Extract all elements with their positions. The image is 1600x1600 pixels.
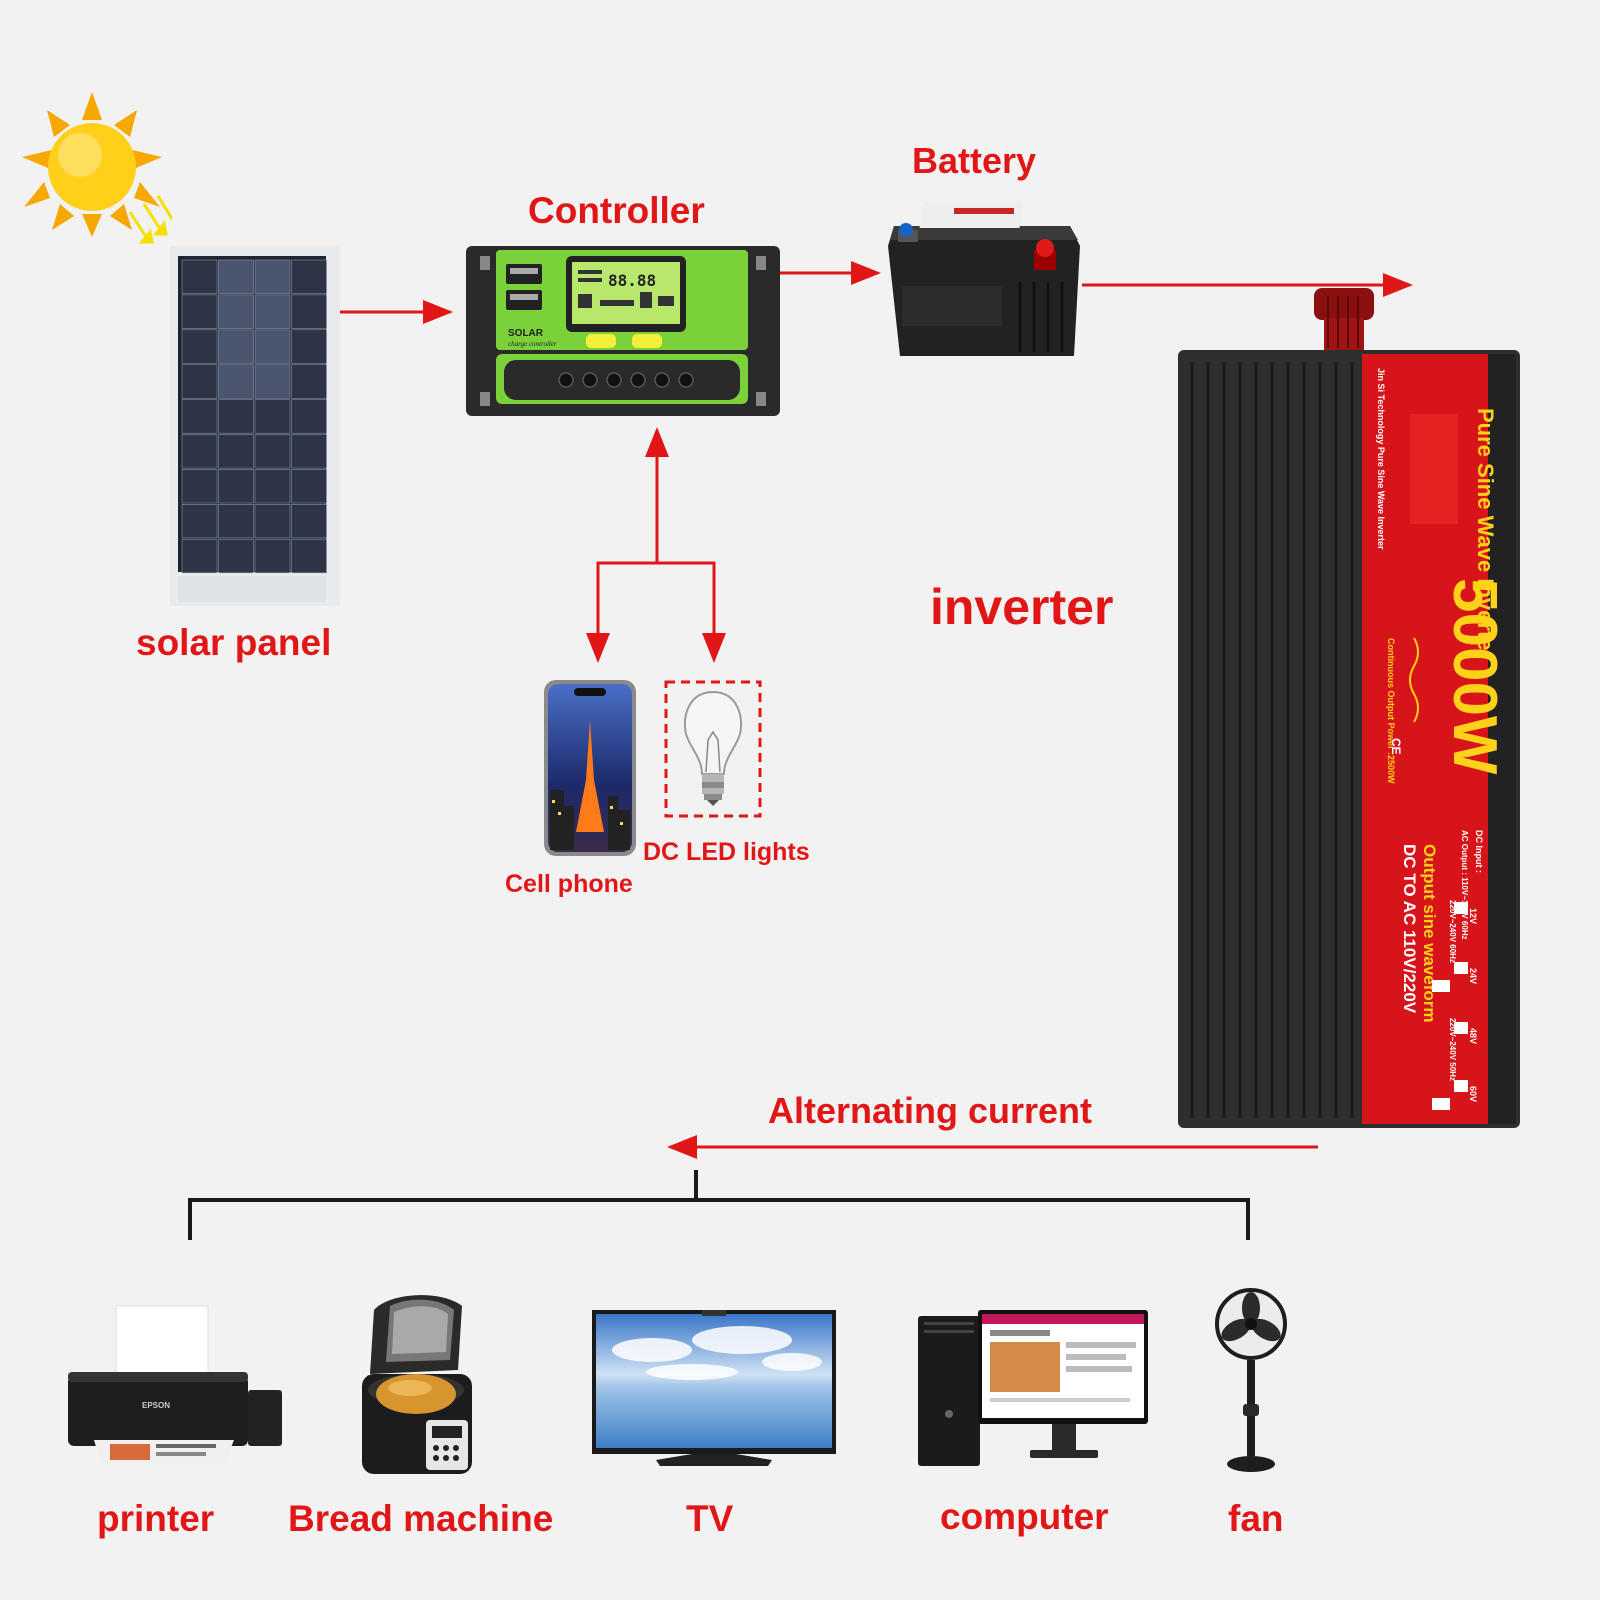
sun-icon	[22, 92, 172, 244]
inverter-continuous: Continuous Output Power :2500W	[1386, 638, 1396, 784]
battery-label: Battery	[912, 140, 1037, 181]
inverter-ac-output: AC Output : 110V~120V 60Hz	[1460, 830, 1469, 940]
inverter-cert: CE	[1389, 738, 1403, 755]
inverter-ac-output-alt2: 220V~240V 50Hz	[1448, 1018, 1457, 1081]
printer-icon: EPSON	[68, 1305, 282, 1466]
arrow-to-led-lights	[657, 561, 726, 663]
inverter-headline: Pure Sine Wave Inverter	[1473, 408, 1498, 660]
dc-led-lights-label: DC LED lights	[643, 838, 810, 866]
inverter-dc-input: DC Input :	[1474, 830, 1484, 873]
ac-distribution-bus	[188, 1170, 1250, 1240]
tv-label: TV	[686, 1498, 734, 1539]
inverter-output-wave: Output sine waveform	[1420, 844, 1439, 1023]
computer-icon	[918, 1310, 1148, 1466]
cell-phone-icon	[544, 680, 636, 856]
cell-phone-label: Cell phone	[505, 870, 633, 898]
inverter-dc-to-ac: DC TO AC 110V/220V	[1400, 844, 1419, 1014]
printer-brand: EPSON	[142, 1401, 170, 1410]
controller-brand: SOLAR	[508, 328, 544, 339]
inverter-icon: Pure Sine Wave Inverter 5000W Jin Si Tec…	[1178, 288, 1520, 1128]
alternating-current-label: Alternating current	[768, 1090, 1093, 1131]
light-bulb-icon	[664, 680, 762, 818]
inverter-voltage-24v: 24V	[1468, 968, 1478, 984]
controller-lcd-digits: 88.88	[608, 271, 656, 290]
inverter-company: Jin Si Technology Pure Sine Wave Inverte…	[1376, 368, 1386, 550]
printer-label: printer	[97, 1498, 215, 1539]
bread-machine-icon	[362, 1295, 472, 1474]
controller-icon: 88.88 SOLAR charge controller	[466, 246, 780, 416]
arrow-to-cell-phone	[586, 561, 657, 663]
battery-icon	[888, 202, 1080, 356]
inverter-label: inverter	[930, 579, 1114, 635]
fan-label: fan	[1228, 1498, 1284, 1539]
solar-panel-icon	[170, 246, 340, 606]
fan-icon	[1215, 1288, 1287, 1472]
inverter-ac-output-alt: 220V~240V 60Hz	[1448, 900, 1457, 963]
computer-label: computer	[940, 1496, 1109, 1537]
controller-subtitle: charge controller	[508, 340, 557, 348]
bread-machine-label: Bread machine	[288, 1498, 554, 1539]
tv-icon	[592, 1310, 836, 1466]
controller-label: Controller	[528, 190, 705, 231]
solar-panel-label: solar panel	[136, 622, 332, 663]
inverter-voltage-12v: 12V	[1468, 908, 1478, 924]
inverter-voltage-48v: 48V	[1468, 1028, 1478, 1044]
inverter-power: 5000W	[1440, 578, 1509, 775]
inverter-voltage-60v: 60V	[1468, 1086, 1478, 1102]
